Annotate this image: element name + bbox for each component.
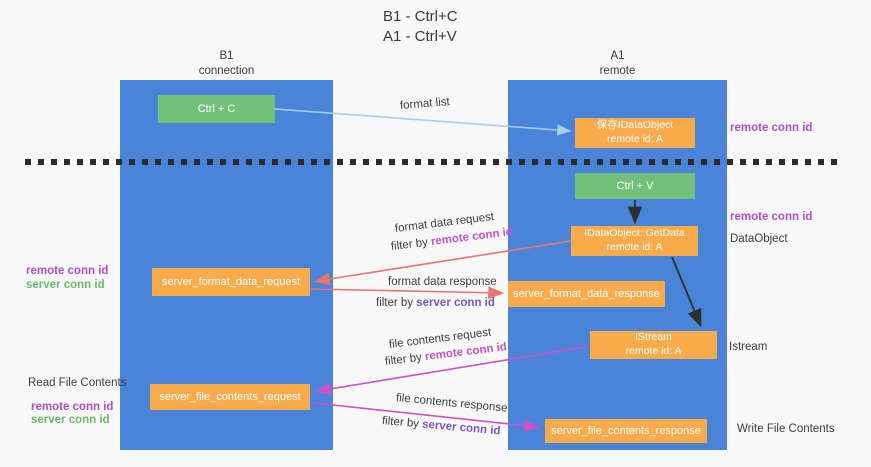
node-format-request-label: server_format_data_request xyxy=(161,275,301,288)
label-filter-server-2: filter by server conn id xyxy=(381,415,500,437)
lane-a1-role: remote xyxy=(599,64,636,77)
lane-b1-role: connection xyxy=(198,64,255,77)
node-server-file-contents-response: server_file_contents_response xyxy=(545,419,707,443)
title-line-b1: B1 - Ctrl+C xyxy=(383,8,458,25)
annotation-left-server-conn-id-1: server conn id xyxy=(26,279,105,291)
annotation-istream: Istream xyxy=(729,341,768,353)
format-data-response-arrow xyxy=(310,286,505,300)
lane-header-b1: B1 connection xyxy=(120,49,333,79)
annotation-left-remote-conn-id-1: remote conn id xyxy=(26,265,109,277)
lane-b1-name: B1 xyxy=(219,50,234,62)
node-format-response-label: server_format_data_response xyxy=(513,287,660,300)
annotation-dataobject: DataObject xyxy=(730,233,788,245)
node-server-format-data-request: server_format_data_request xyxy=(152,268,310,296)
annotation-read-file-contents: Read File Contents xyxy=(28,377,127,389)
node-idataobject-getdata: IDataObject::GetData remote id: A xyxy=(571,226,698,256)
title-line-a1: A1 - Ctrl+V xyxy=(383,28,457,46)
annotation-remote-conn-id-mid: remote conn id xyxy=(730,211,813,223)
annotation-write-file-contents: Write File Contents xyxy=(737,423,835,435)
node-server-file-contents-request: server_file_contents_request xyxy=(150,384,310,410)
node-ctrl-c-label: Ctrl + C xyxy=(197,102,236,115)
node-server-format-data-response: server_format_data_response xyxy=(508,281,665,307)
node-istream: IStream remote id: A xyxy=(590,331,717,359)
node-ctrl-v: Ctrl + V xyxy=(575,173,695,199)
label-format-data-response: format data response xyxy=(388,276,497,288)
label-filter-by-4: filter by xyxy=(381,415,423,431)
label-server-conn-id-filter-2: server conn id xyxy=(421,418,501,438)
label-remote-conn-id-filter-1: remote conn id xyxy=(430,226,514,249)
node-save-idataobject-line1: 保存IDataObject xyxy=(596,119,674,132)
label-filter-by-2: filter by xyxy=(376,297,417,309)
node-istream-line2: remote id: A xyxy=(625,345,682,357)
node-file-response-label: server_file_contents_response xyxy=(551,424,701,437)
label-filter-by-3: filter by xyxy=(384,351,426,368)
node-istream-line1: IStream xyxy=(635,331,672,344)
machine-boundary-dashed-line xyxy=(25,159,840,165)
diagram-title: B1 - Ctrl+C A1 - Ctrl+V xyxy=(383,7,458,48)
node-save-idataobject: 保存IDataObject remote id: A xyxy=(575,118,695,148)
annotation-left-remote-conn-id-2: remote conn id xyxy=(31,401,114,413)
node-getdata-line1: IDataObject::GetData xyxy=(584,227,685,240)
label-file-contents-response: file contents response xyxy=(395,392,508,415)
node-getdata-line2: remote id: A xyxy=(606,241,663,253)
annotation-left-server-conn-id-2: server conn id xyxy=(31,414,110,426)
label-server-conn-id-filter-1: server conn id xyxy=(416,297,495,309)
node-file-request-label: server_file_contents_request xyxy=(159,390,301,403)
lane-header-a1: A1 remote xyxy=(508,49,727,79)
label-filter-server-1: filter by server conn id xyxy=(376,297,495,309)
node-ctrl-v-label: Ctrl + V xyxy=(616,179,654,192)
node-save-idataobject-line2: remote id: A xyxy=(606,133,664,145)
label-filter-by-1: filter by xyxy=(390,236,432,253)
annotation-remote-conn-id-top: remote conn id xyxy=(730,122,813,134)
lane-a1-name: A1 xyxy=(610,50,625,62)
node-ctrl-c: Ctrl + C xyxy=(158,95,275,123)
label-format-list: format list xyxy=(399,96,451,112)
